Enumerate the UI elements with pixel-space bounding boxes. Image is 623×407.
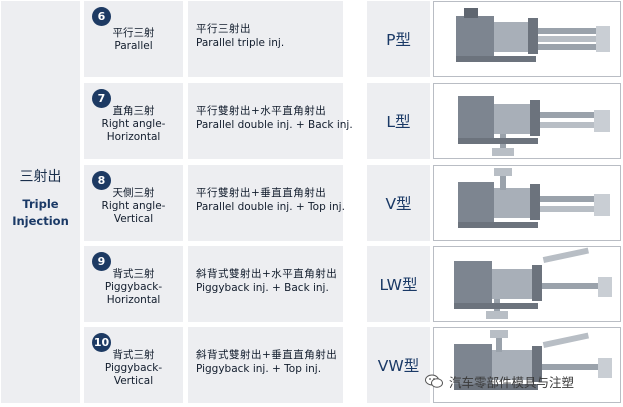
injection-machine-right-angle-horizontal-icon (458, 96, 610, 156)
mode-label: 背式三射 Piggyback- Horizontal (104, 268, 163, 306)
category-title-en: Triple Injection (12, 197, 69, 228)
mode-cell: 10 背式三射 Piggyback- Vertical (84, 327, 183, 403)
type-label: VW型 (377, 357, 420, 375)
mode-label: 直角三射 Right angle- Horizontal (101, 105, 166, 143)
type-label: P型 (386, 31, 411, 49)
row-number-badge: 7 (92, 89, 111, 108)
injection-machine-piggyback-horizontal-icon (454, 247, 612, 319)
table-row: 7 直角三射 Right angle- Horizontal 平行雙射出+水平直… (84, 83, 622, 159)
table-row: 10 背式三射 Piggyback- Vertical 斜背式雙射出+垂直直角射… (84, 327, 622, 403)
mode-label: 背式三射 Piggyback- Vertical (104, 349, 163, 387)
mode-label: 平行三射 Parallel (112, 27, 155, 52)
row-number-badge: 6 (92, 7, 111, 26)
mode-cell: 8 天側三射 Right angle- Vertical (84, 165, 183, 241)
machine-image-cell (433, 1, 621, 77)
mode-cell: 7 直角三射 Right angle- Horizontal (84, 83, 183, 159)
type-cell: V型 (367, 165, 430, 241)
type-cell: LW型 (367, 246, 430, 322)
table-row: 9 背式三射 Piggyback- Horizontal 斜背式雙射出+水平直角… (84, 246, 622, 322)
mode-cell: 6 平行三射 Parallel (84, 1, 183, 77)
type-cell: VW型 (367, 327, 430, 403)
type-label: L型 (386, 113, 411, 131)
wechat-icon (425, 374, 443, 388)
watermark-text: 汽车零部件模具与注塑 (449, 374, 575, 390)
row-number-badge: 8 (92, 171, 111, 190)
type-cell: L型 (367, 83, 430, 159)
machine-image-cell (433, 246, 621, 322)
mode-cell: 9 背式三射 Piggyback- Horizontal (84, 246, 183, 322)
row-number-badge: 10 (92, 333, 111, 352)
type-label: LW型 (379, 276, 418, 294)
machine-image-cell (433, 327, 621, 403)
type-label: V型 (385, 195, 412, 213)
mode-label: 天側三射 Right angle- Vertical (101, 187, 166, 225)
row-number-badge: 9 (92, 252, 111, 271)
table-row: 8 天側三射 Right angle- Vertical 平行雙射出+垂直直角射… (84, 165, 622, 241)
injection-machine-right-angle-vertical-icon (458, 168, 610, 228)
injection-machine-piggyback-vertical-icon (454, 330, 612, 390)
type-cell: P型 (367, 1, 430, 77)
machine-image-cell (433, 83, 621, 159)
watermark: 汽车零部件模具与注塑 (425, 370, 620, 392)
machine-image-cell (433, 165, 621, 241)
category-title-zh: 三射出 (19, 169, 62, 185)
injection-machine-parallel-triple-icon (456, 8, 610, 62)
category-cell: 三射出 Triple Injection (1, 1, 80, 403)
